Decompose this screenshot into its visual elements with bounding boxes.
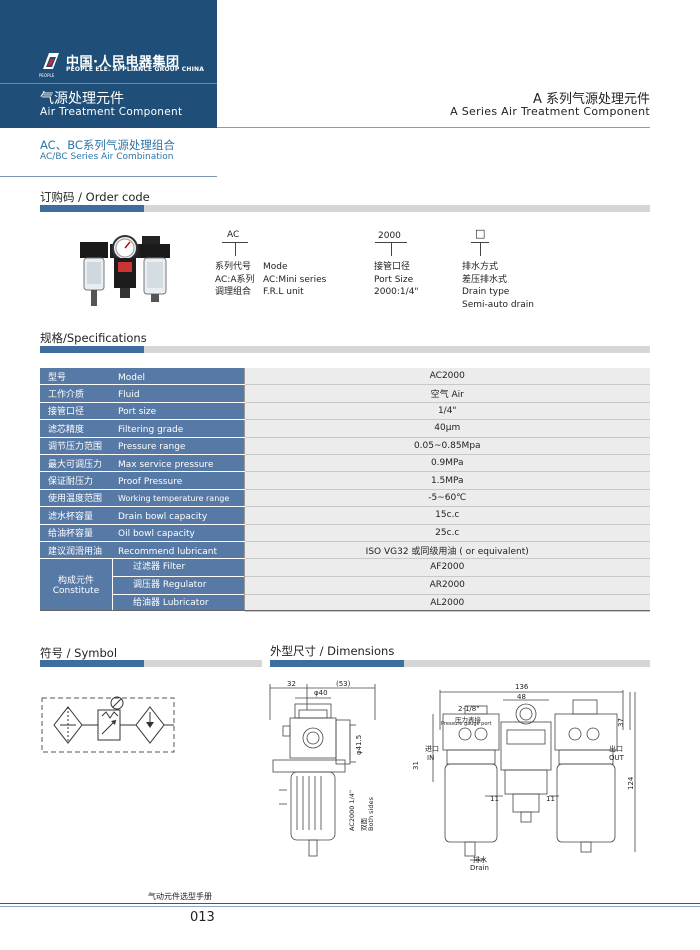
- drain-cn: 排水: [473, 856, 487, 864]
- subtitle-divider: [0, 176, 217, 177]
- subtitle-en: AC/BC Series Air Combination: [40, 152, 174, 162]
- header-rule: [217, 127, 650, 128]
- dimensions-title: 外型尺寸 / Dimensions: [270, 644, 395, 658]
- dim-136: 136: [515, 683, 529, 691]
- header-banner: [0, 0, 217, 128]
- code-series: AC: [227, 230, 240, 240]
- symbol-title: 符号 / Symbol: [40, 646, 118, 660]
- footer-rule-2: [0, 906, 700, 907]
- constitute-label-en: Constitute: [52, 586, 100, 597]
- specifications-title: 规格/Specifications: [40, 331, 147, 345]
- both-sides-en: Both sides: [367, 797, 375, 831]
- gauge-port-en: Pressure gauge port: [441, 721, 492, 727]
- inlet-cn: 进口: [425, 745, 439, 753]
- dim-32: 32: [287, 680, 296, 688]
- category-title-cn: 气源处理元件: [40, 91, 124, 107]
- code-port-leader: [391, 242, 392, 256]
- outlet-en: OUT: [609, 754, 624, 762]
- brand-name-cn: 中国·人民电器集团: [66, 55, 180, 70]
- footer-caption: 气动元件选型手册: [148, 892, 212, 901]
- dim-11-left: 11: [490, 795, 499, 803]
- component-filter-value: AF2000: [244, 559, 650, 578]
- outlet-cn: 出口: [609, 745, 623, 753]
- front-view-drawing: [432, 690, 636, 861]
- inlet-en: IN: [427, 754, 435, 762]
- code-drain: □: [475, 227, 486, 240]
- order-code-title: 订购码 / Order code: [40, 190, 150, 204]
- dimensions-bar: [270, 660, 650, 667]
- component-regulator-label: 调压器 Regulator: [113, 577, 244, 596]
- component-lubricator-value: AL2000: [430, 598, 465, 609]
- page-number: 013: [190, 910, 215, 925]
- series-title-en: A Series Air Treatment Component: [450, 105, 650, 118]
- dim-124: 124: [627, 776, 635, 790]
- footer-rule: [0, 903, 700, 904]
- code-drain-leader: [480, 242, 481, 256]
- dim-37: 37: [617, 718, 625, 727]
- dim-53: (53): [336, 680, 351, 688]
- logo-word: PEOPLE: [39, 73, 55, 78]
- product-photo: [80, 235, 170, 306]
- code-port: 2000: [378, 231, 401, 241]
- component-filter-label: 过滤器 Filter: [113, 559, 244, 578]
- dim-31: 31: [412, 761, 420, 770]
- drain-en: Drain: [470, 864, 489, 872]
- constitute-label-cn: 构成元件: [57, 576, 94, 587]
- port-size-label: AC2000 1/4": [348, 790, 356, 831]
- gauge-port-cn: 压力表接: [455, 716, 481, 724]
- side-view-drawing: [269, 684, 376, 857]
- dim-11-right: 11: [546, 795, 555, 803]
- dim-48: 48: [517, 693, 526, 701]
- category-title-en: Air Treatment Component: [40, 106, 183, 118]
- code-series-leader: [235, 242, 236, 256]
- component-lubricator-label: 给油器 Lubricator: [133, 598, 209, 609]
- pneumatic-symbol: [41, 696, 175, 753]
- company-logo: [43, 53, 59, 69]
- subtitle-cn: AC、BC系列气源处理组合: [40, 138, 175, 152]
- series-title-cn: A 系列气源处理元件: [532, 92, 650, 107]
- dim-phi40: φ40: [314, 689, 328, 697]
- symbol-bar: [40, 660, 262, 667]
- specifications-bar: [40, 346, 650, 353]
- brand-name-en: PEOPLE ELE. APPLIANCE GROUP CHINA: [66, 66, 205, 73]
- dim-phi41-5: φ41.5: [355, 734, 363, 755]
- table-row: 构成元件 Constitute 过滤器 Filter 调压器 Regulator…: [40, 558, 650, 613]
- table-bottom-rule: [40, 610, 650, 611]
- component-regulator-value: AR2000: [244, 577, 650, 596]
- gauge-thread: 2-1/8": [458, 705, 480, 713]
- header-divider: [0, 83, 217, 84]
- order-code-bar: [40, 205, 650, 212]
